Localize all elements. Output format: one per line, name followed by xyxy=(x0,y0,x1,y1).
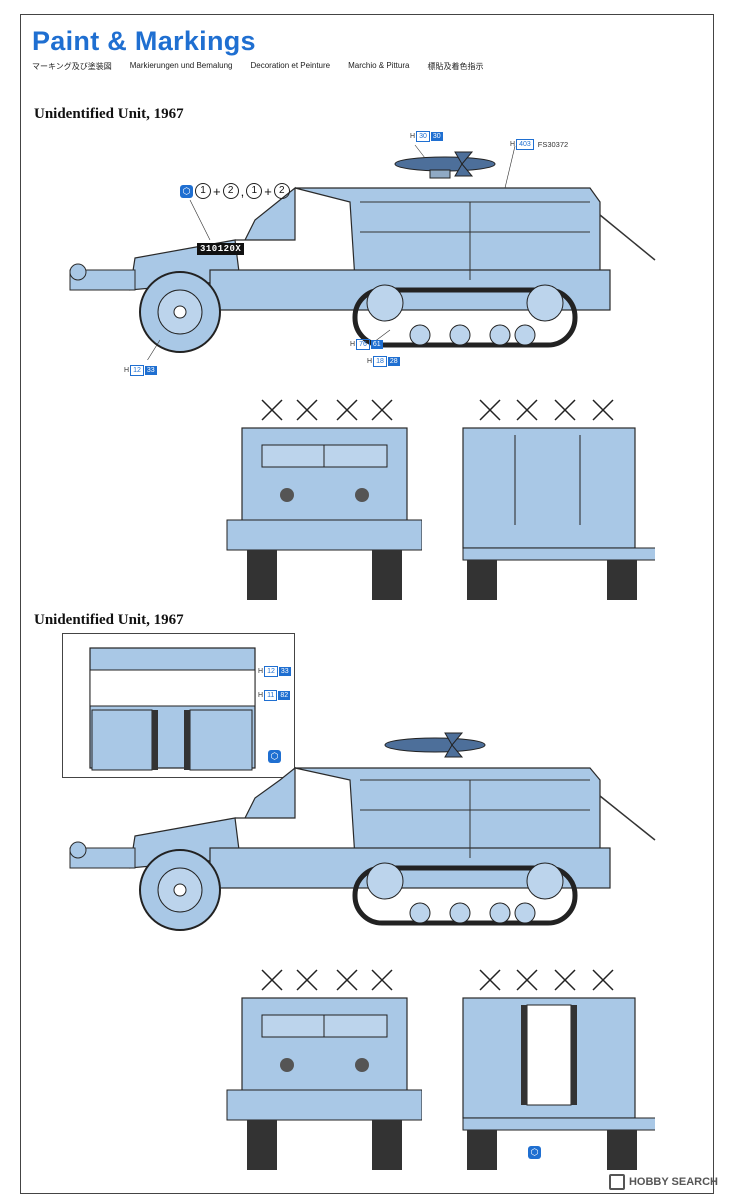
subtitle-jp: マーキング及び塗装図 xyxy=(32,62,112,71)
decal-num: 1 xyxy=(195,183,211,199)
callout-prefix: H xyxy=(510,141,516,148)
callout-num: 28 xyxy=(387,357,400,366)
decal-op: + xyxy=(213,183,221,199)
callout-num: 82 xyxy=(278,691,291,700)
callout-h12: H 12 33 xyxy=(124,365,157,376)
rear-view-1 xyxy=(462,399,655,600)
track-1 xyxy=(352,287,578,348)
decal-op: + xyxy=(264,183,272,199)
cab xyxy=(235,186,296,241)
callout-code: 30 xyxy=(416,131,430,142)
inset-rear-drawing xyxy=(89,647,256,771)
callout-prefix: H xyxy=(258,668,264,675)
section-heading-1: Unidentified Unit, 1967 xyxy=(34,106,184,122)
front-view-2 xyxy=(226,969,422,1170)
decal-icon: ⬡ xyxy=(180,184,193,198)
decal-num: 1 xyxy=(246,183,263,199)
callout-h12-inset: H 12 33 xyxy=(258,666,291,677)
decal-icon-rear: ⬡ xyxy=(528,1146,541,1159)
subtitle-it: Marchio & Pittura xyxy=(348,61,410,70)
callout-h11-inset: H 11 82 xyxy=(258,690,291,701)
page-title: Paint & Markings xyxy=(32,26,256,56)
callout-prefix: H xyxy=(410,133,416,140)
callout-num: 33 xyxy=(278,667,291,676)
callout-num: 30 xyxy=(430,132,443,141)
subtitle-de: Markierungen und Bemalung xyxy=(129,61,233,70)
callout-h403: H 403 FS30372 xyxy=(510,139,568,150)
callout-label: FS30372 xyxy=(537,140,569,149)
decal-num: 2 xyxy=(273,183,290,199)
callout-code: 12 xyxy=(264,666,278,677)
rear-view-2 xyxy=(462,969,655,1170)
subtitle-fr: Decoration et Peinture xyxy=(250,61,331,70)
callout-num: 61 xyxy=(370,340,383,349)
watermark-text: HOBBY SEARCH xyxy=(628,1176,718,1188)
callout-h76: H 76 61 xyxy=(350,339,383,350)
callout-prefix: H xyxy=(367,358,373,365)
watermark-logo-icon xyxy=(608,1174,625,1190)
decal-num: 2 xyxy=(222,183,239,199)
callout-num: 33 xyxy=(144,366,157,375)
side-view-2 xyxy=(69,732,656,931)
side-view-1 xyxy=(69,144,656,360)
front-view-1 xyxy=(226,399,422,600)
callout-code: 403 xyxy=(516,139,534,150)
decal-sep: , xyxy=(240,183,245,199)
callout-h30: H 30 30 xyxy=(410,131,443,142)
missile-2 xyxy=(384,732,486,758)
callout-code: 18 xyxy=(373,356,387,367)
section-heading-2: Unidentified Unit, 1967 xyxy=(34,612,184,628)
callout-code: 11 xyxy=(264,690,278,701)
subtitle-row: マーキング及び塗装図 Markierungen und Bemalung Dec… xyxy=(32,61,483,72)
callout-code: 76 xyxy=(356,339,370,350)
callout-h18: H 18 28 xyxy=(367,356,400,367)
subtitle-cn: 標貼及着色指示 xyxy=(427,62,484,71)
page-frame xyxy=(20,14,714,1194)
callout-prefix: H xyxy=(124,367,130,374)
decal-icon-inset: ⬡ xyxy=(268,750,281,763)
callout-prefix: H xyxy=(258,692,264,699)
decal-instruction: ⬡ 1 + 2 , 1 + 2 xyxy=(180,183,290,199)
watermark: HOBBY SEARCH xyxy=(608,1174,718,1190)
license-plate: 310120X xyxy=(197,243,245,255)
front-wheel-1 xyxy=(139,271,221,353)
callout-prefix: H xyxy=(350,341,356,348)
missile-1 xyxy=(394,151,496,179)
callout-code: 12 xyxy=(130,365,144,376)
